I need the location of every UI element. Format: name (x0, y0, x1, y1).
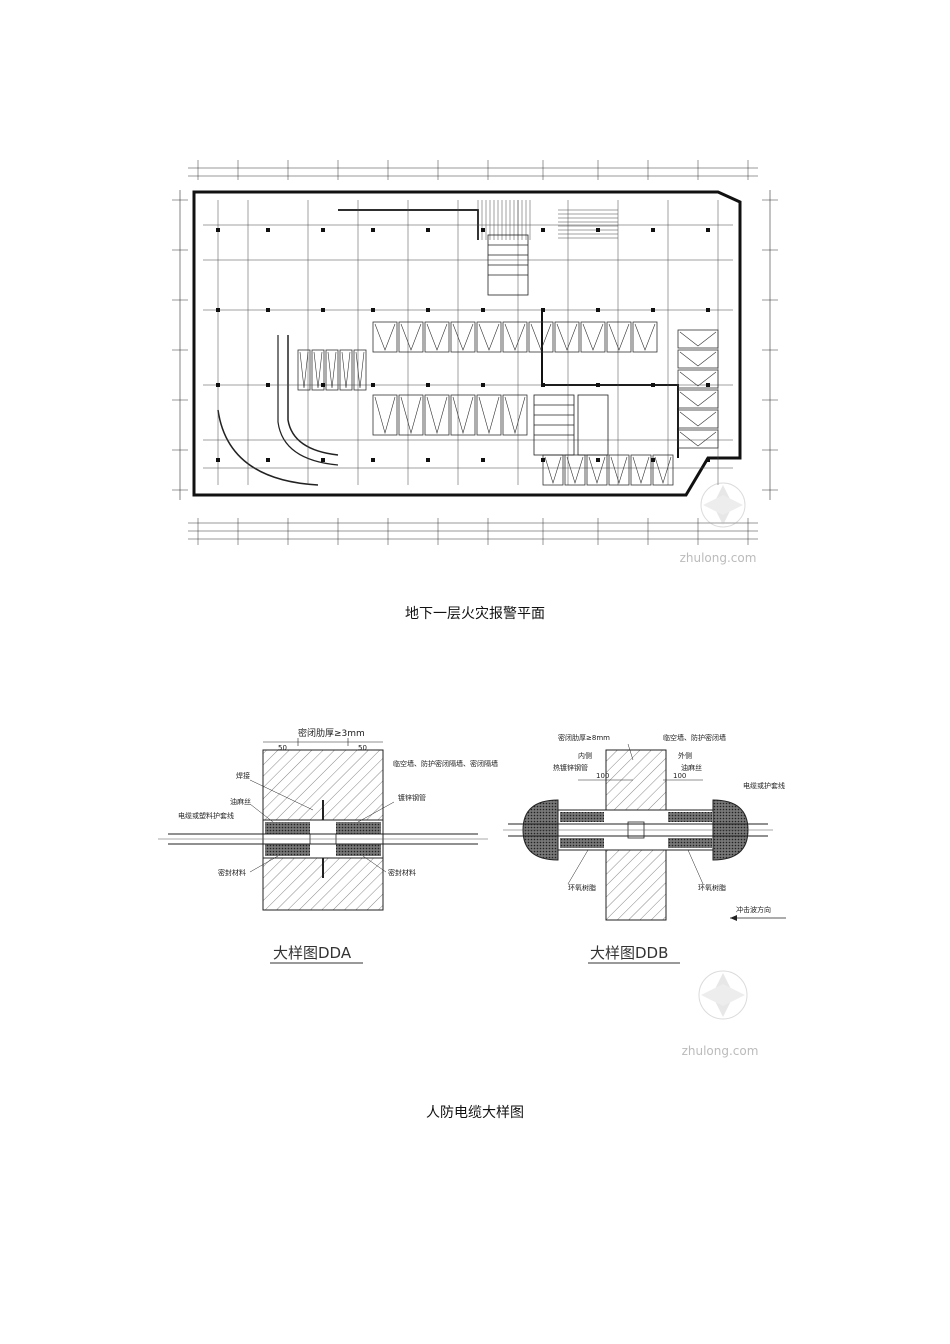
detail-a-oakum: 油麻丝 (230, 797, 251, 806)
bottom-dimension-chain (188, 522, 758, 540)
detail-b-steel-pipe: 热镀锌钢管 (553, 763, 588, 772)
structural-columns (216, 228, 710, 462)
detail-b-epoxy-right: 环氧树脂 (698, 883, 726, 892)
detail-a: 50 50 密闭肋厚≥3mm 焊接 油麻丝 临空墙、防护密闭隔墙、密闭隔墙 镀锌… (158, 727, 498, 964)
detail-b-wall-bottom (605, 849, 667, 921)
inner-boundary (541, 310, 679, 458)
detail-b-outer: 外侧 (678, 751, 692, 760)
wiring-lines (203, 200, 733, 485)
detail-b-cable: 电缆或护套线 (743, 781, 785, 790)
parking-bays (297, 321, 719, 486)
detail-a-weld: 焊接 (236, 771, 250, 780)
caption-floor-plan: 地下一层火灾报警平面 (405, 606, 545, 622)
watermark-text-2: zhulong.com (682, 1044, 759, 1058)
building-outline (192, 190, 742, 497)
detail-b-dim: 100 (596, 772, 609, 780)
detail-b-title: 大样图DDB (590, 944, 668, 962)
fire-alarm-floor-plan: zhulong.com (158, 150, 788, 570)
ramp-inner-2 (277, 335, 339, 466)
top-dimension-chain (188, 167, 758, 177)
cable-detail-drawing: 50 50 密闭肋厚≥3mm 焊接 油麻丝 临空墙、防护密闭隔墙、密闭隔墙 镀锌… (158, 727, 786, 1058)
watermark-logo-2 (698, 970, 748, 1020)
detail-b-shock-direction: 冲击波方向 (736, 905, 771, 914)
detail-a-dim-right: 50 (358, 744, 367, 752)
detail-a-dim-left: 50 (278, 744, 287, 752)
side-axis-lines (179, 190, 771, 500)
shock-arrow-icon (730, 915, 737, 921)
detail-a-cable: 电缆或塑料护套线 (178, 811, 234, 820)
floor-plan-drawing: zhulong.com (172, 160, 778, 565)
detail-b-inner: 内侧 (578, 751, 592, 760)
detail-a-seal-left: 密封材料 (218, 868, 246, 877)
detail-b-dim-2: 100 (673, 772, 686, 780)
ramp-curve (217, 409, 319, 486)
watermark-text: zhulong.com (680, 551, 757, 565)
watermark-logo (700, 482, 746, 528)
detail-b-seal-thickness: 密闭肋厚≥8mm (558, 733, 610, 742)
detail-a-wall-type: 临空墙、防护密闭隔墙、密闭隔墙 (393, 759, 498, 768)
detail-b: 100 100 密闭肋厚≥8mm 临空墙、防护密闭墙 内侧 外侧 热镀锌钢管 油… (503, 733, 786, 964)
stair-core (487, 234, 609, 456)
cable-detail-figure: 50 50 密闭肋厚≥3mm 焊接 油麻丝 临空墙、防护密闭隔墙、密闭隔墙 镀锌… (158, 700, 788, 1130)
caption-cable-detail: 人防电缆大样图 (426, 1105, 524, 1121)
detail-b-wall-type: 临空墙、防护密闭墙 (663, 733, 726, 742)
ramp-inner (287, 335, 339, 456)
detail-a-title: 大样图DDA (273, 944, 352, 962)
detail-a-seal-thickness: 密闭肋厚≥3mm (298, 727, 365, 739)
detail-a-steel-pipe: 镀锌钢管 (398, 793, 426, 802)
detail-b-oakum: 油麻丝 (681, 763, 702, 772)
axis-ticks (172, 160, 778, 545)
detail-a-seal-right: 密封材料 (388, 868, 416, 877)
detail-b-epoxy-left: 环氧树脂 (568, 883, 596, 892)
